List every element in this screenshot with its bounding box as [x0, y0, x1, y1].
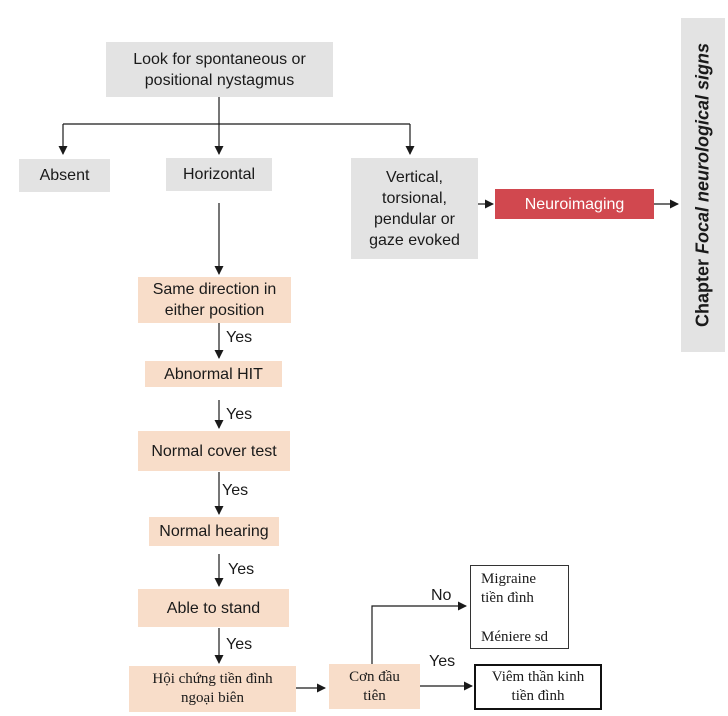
hearing-node: Normal hearing	[149, 517, 279, 546]
arrow-to-migraine	[371, 601, 467, 665]
yes-label: Yes	[226, 329, 253, 346]
yes-label: Yes	[226, 406, 253, 423]
same-direction-node: Same direction in either position	[138, 277, 291, 323]
neuritis-node: Viêm thần kinh tiền đình	[474, 664, 602, 710]
neuroimaging-node: Neuroimaging	[495, 189, 654, 219]
horizontal-node: Horizontal	[166, 158, 272, 191]
yes-label: Yes	[429, 653, 456, 670]
chapter-prefix: Chapter	[692, 254, 713, 328]
migraine-label: Migraine tiền đình	[481, 571, 536, 606]
chapter-side-tab	[681, 18, 725, 352]
meniere-label: Méniere sd	[481, 629, 549, 645]
syndrome-node: Hội chứng tiền đình ngoại biên	[129, 666, 296, 712]
yes-label: Yes	[226, 636, 253, 653]
abnormal-hit-node: Abnormal HIT	[145, 361, 282, 387]
migraine-meniere-node: Migraine tiền đình Méniere sd	[470, 565, 569, 649]
chapter-side-label: Chapter Focal neurological signs	[693, 43, 714, 327]
vertical-node: Vertical, torsional, pendular or gaze ev…	[351, 158, 478, 259]
chapter-title: Focal neurological signs	[692, 42, 713, 255]
stand-node: Able to stand	[138, 589, 289, 627]
first-headache-node: Cơn đầu tiên	[329, 664, 420, 709]
absent-node: Absent	[19, 159, 110, 192]
yes-label: Yes	[228, 561, 255, 578]
no-label: No	[431, 587, 452, 604]
cover-test-node: Normal cover test	[138, 431, 290, 471]
yes-label: Yes	[222, 482, 249, 499]
start-node: Look for spontaneous or positional nysta…	[106, 42, 333, 97]
